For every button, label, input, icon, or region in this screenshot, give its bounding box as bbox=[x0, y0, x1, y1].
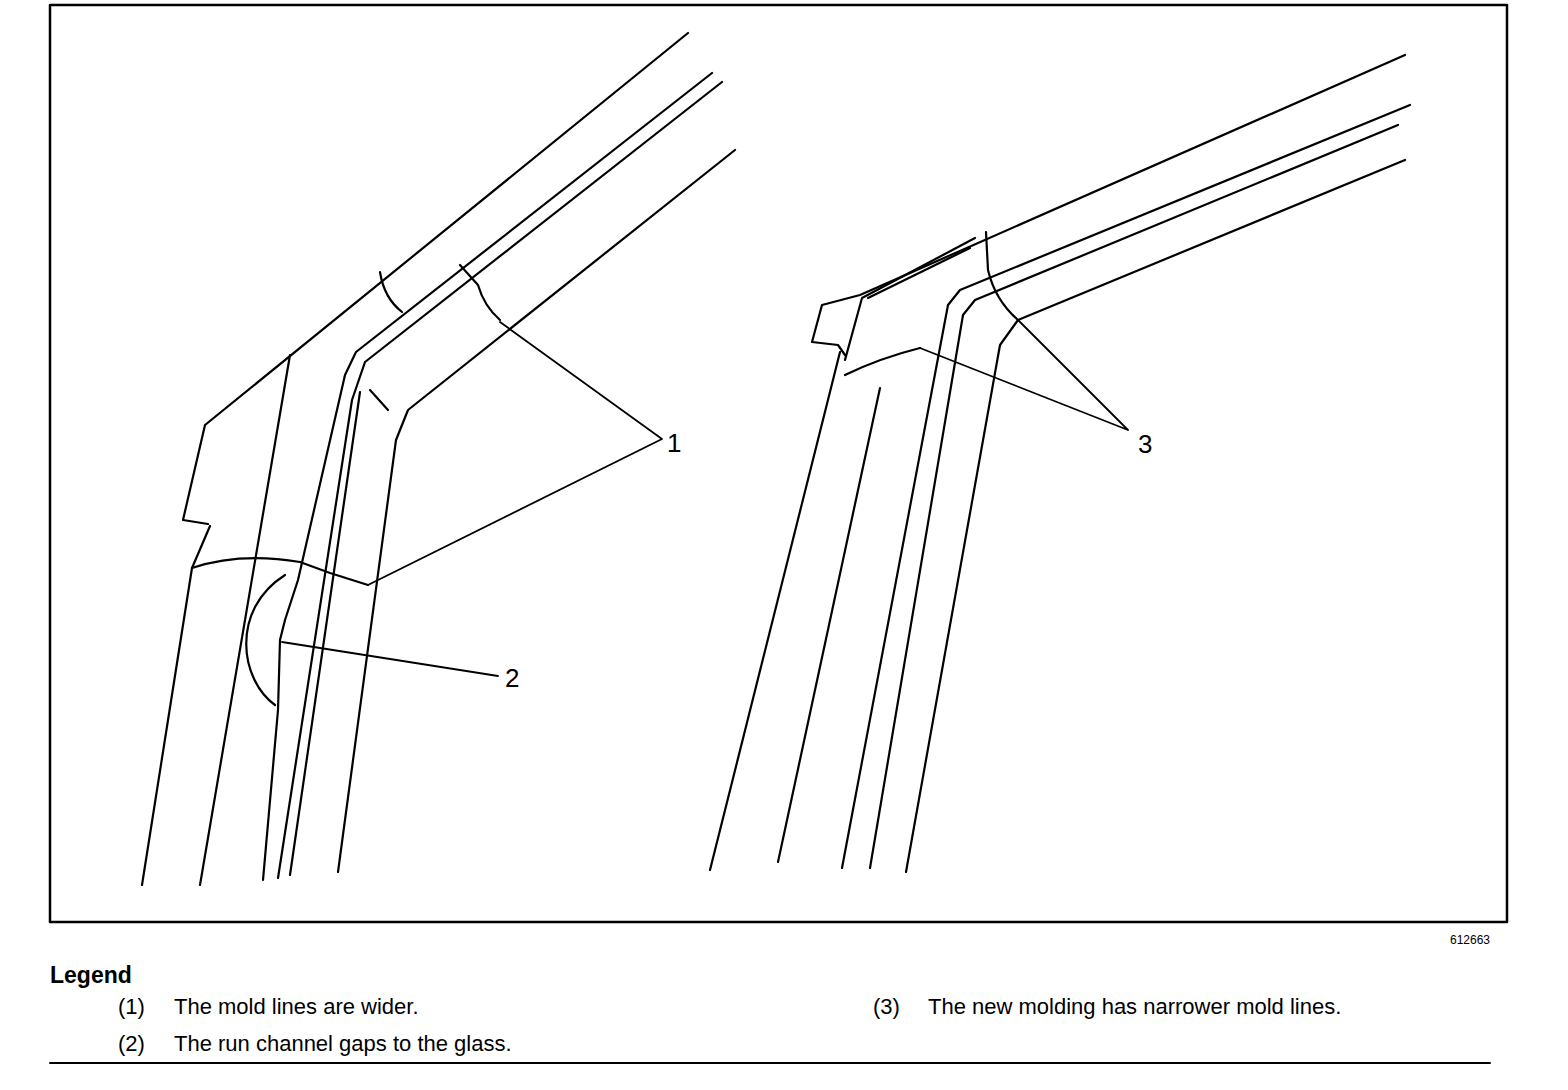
callout-number: 1 bbox=[667, 430, 681, 456]
figure-frame bbox=[50, 5, 1507, 922]
glass-edge bbox=[278, 82, 722, 878]
molding-line bbox=[845, 238, 975, 360]
legend-text: The mold lines are wider. bbox=[174, 996, 419, 1018]
old-molding bbox=[142, 33, 735, 885]
callout-number: 2 bbox=[505, 665, 519, 691]
legend-text: The new molding has narrower mold lines. bbox=[928, 996, 1341, 1018]
mold-line bbox=[460, 265, 500, 320]
frame-edge bbox=[906, 160, 1405, 872]
figure-number: 612663 bbox=[1450, 934, 1490, 946]
leader-line bbox=[282, 642, 498, 676]
legend-key: (3) bbox=[873, 996, 900, 1018]
gap-arc bbox=[246, 575, 285, 705]
mold-line bbox=[370, 390, 388, 410]
glass-edge bbox=[290, 392, 360, 875]
leader-line bbox=[368, 322, 662, 585]
mold-line bbox=[192, 558, 368, 585]
molding-line bbox=[778, 388, 880, 862]
legend-rule bbox=[50, 1062, 1490, 1064]
new-molding bbox=[710, 55, 1410, 872]
run-channel bbox=[263, 73, 712, 880]
legend-heading: Legend bbox=[50, 964, 132, 987]
legend-key: (1) bbox=[118, 996, 145, 1018]
outer-edge bbox=[142, 33, 688, 885]
glass-edge bbox=[870, 125, 1398, 868]
callout-number: 3 bbox=[1138, 431, 1152, 457]
mold-line bbox=[380, 272, 402, 312]
legend-key: (2) bbox=[118, 1033, 145, 1055]
legend-text: The run channel gaps to the glass. bbox=[174, 1033, 512, 1055]
leader-line bbox=[920, 320, 1128, 430]
mold-line bbox=[845, 348, 920, 375]
outer-edge bbox=[710, 55, 1405, 870]
frame-edge bbox=[338, 150, 735, 872]
mold-line bbox=[986, 232, 1018, 320]
molding-line bbox=[200, 355, 290, 885]
